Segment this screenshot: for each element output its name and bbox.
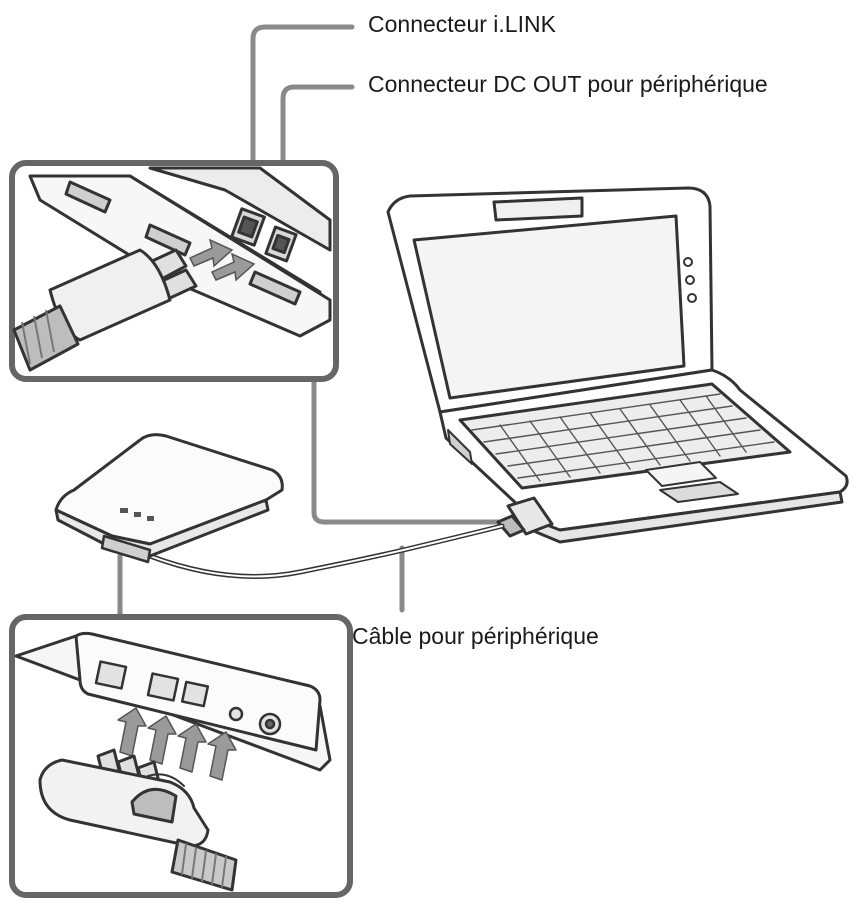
insert-arrows-bottom	[117, 707, 237, 781]
laptop-touchpad	[645, 461, 717, 487]
vent-slot-2	[144, 223, 192, 257]
laptop-lid-clip	[492, 196, 584, 222]
vent-slot-3	[248, 270, 302, 306]
laptop	[386, 186, 849, 544]
ilink-connector-label: Connecteur i.LINK	[368, 11, 556, 37]
dcout-port-inner	[271, 233, 291, 255]
drive-ports	[94, 660, 282, 736]
peripheral-cable-label: Câble pour périphérique	[352, 623, 599, 649]
optical-drive	[54, 433, 284, 564]
laptop-side-ports	[447, 429, 473, 465]
laptop-edge-line	[128, 174, 322, 294]
callout-leader-lines	[117, 24, 505, 621]
peripheral-cable-highlight	[149, 525, 503, 578]
laptop-base-front	[532, 490, 844, 544]
vent-slot-1	[64, 180, 112, 214]
keyboard-keys	[471, 393, 775, 482]
top-inset-port-closeup	[9, 160, 339, 382]
lock-dial	[130, 787, 178, 824]
drive-connector	[100, 534, 152, 564]
laptop-screen	[412, 214, 686, 400]
touchpad-buttons	[659, 481, 739, 503]
inset-top-leader-line	[311, 375, 505, 525]
bottom-inset-drive-closeup	[9, 614, 353, 898]
dcout-leader-line	[280, 84, 355, 233]
drive-top	[54, 433, 284, 546]
ilink-leader-line	[250, 24, 355, 218]
drive-indicators	[120, 508, 154, 521]
insert-arrows-top	[188, 238, 256, 282]
ilink-port-inner	[237, 215, 259, 239]
cable-plug-top	[12, 248, 198, 372]
drive-cable-plug	[38, 748, 238, 892]
laptop-lid-closeup	[148, 166, 332, 252]
dc-out-connector-label: Connecteur DC OUT pour périphérique	[368, 71, 768, 97]
cable-plug-laptop	[496, 496, 554, 538]
lid-indicator-lights	[683, 257, 697, 303]
